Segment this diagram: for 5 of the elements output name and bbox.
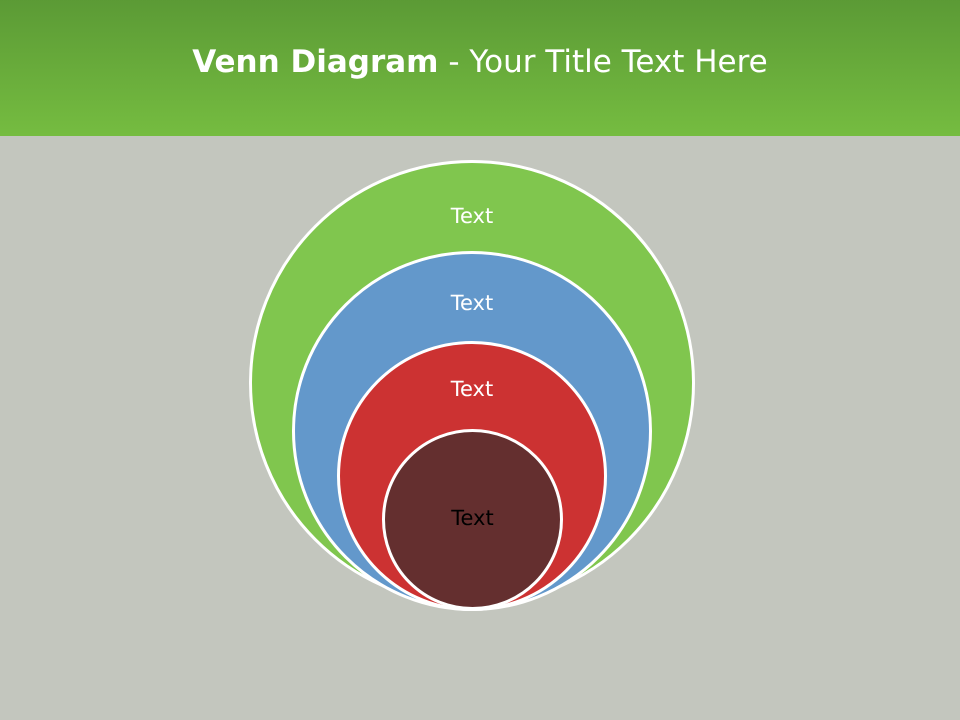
circle-label: Text bbox=[450, 290, 494, 316]
circle-label: Text bbox=[451, 505, 494, 531]
title: Venn Diagram - Your Title Text Here bbox=[192, 44, 768, 80]
circle-label: Text bbox=[450, 376, 494, 402]
circle-label: Text bbox=[450, 203, 494, 229]
